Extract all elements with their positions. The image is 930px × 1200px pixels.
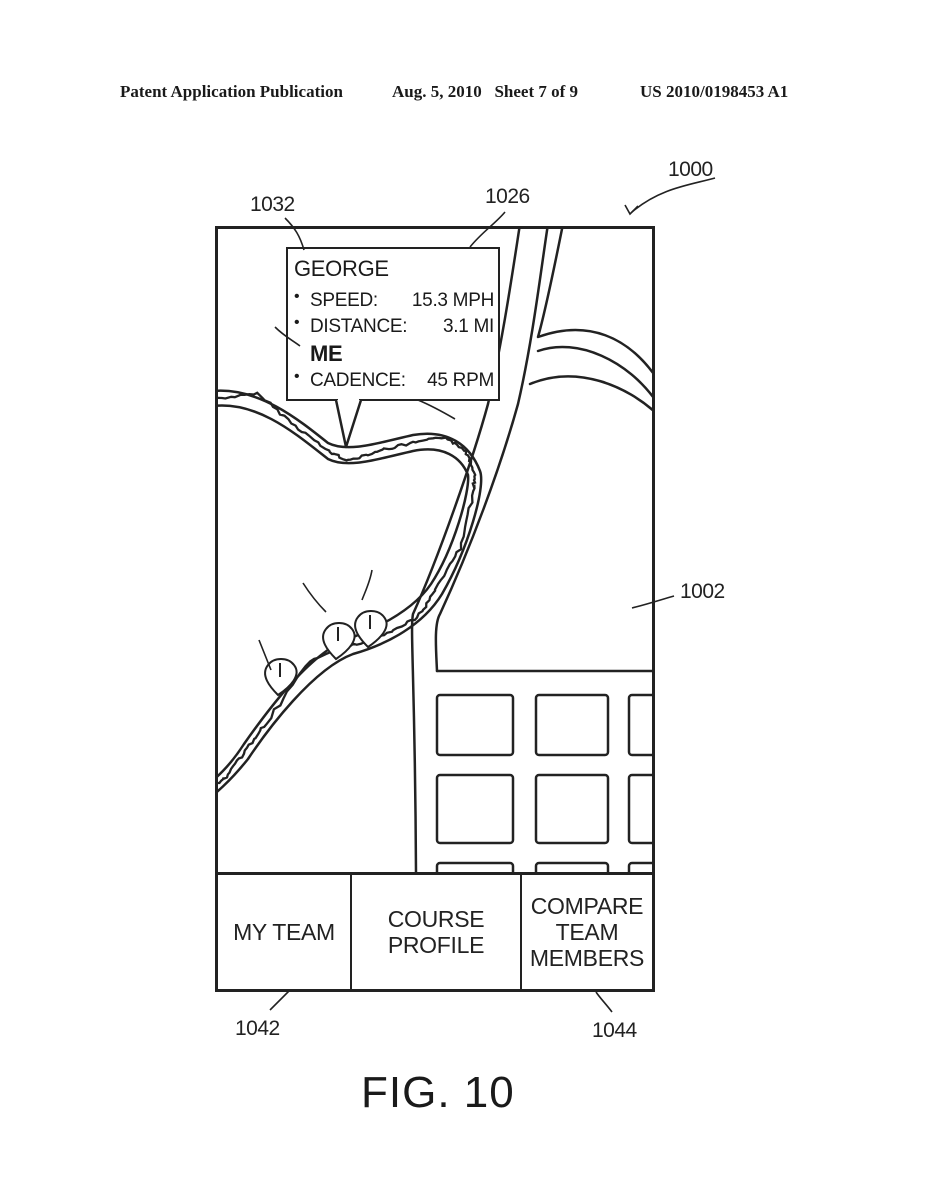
city-block xyxy=(534,861,610,872)
road-branch-top xyxy=(536,345,652,398)
trail-edge-bottom xyxy=(218,404,470,778)
compare-team-members-button[interactable]: COMPARE TEAM MEMBERS xyxy=(522,875,652,989)
device-screen: GEORGE • SPEED: 15.3 MPH • DISTANCE: 3.1… xyxy=(215,226,655,992)
ref-1026-top: 1026 xyxy=(485,185,530,208)
rider-name: GEORGE xyxy=(294,256,389,281)
figure-caption: FIG. 10 xyxy=(361,1068,515,1117)
map-pin-1026[interactable] xyxy=(322,622,356,661)
rider-info-popup[interactable]: GEORGE • SPEED: 15.3 MPH • DISTANCE: 3.1… xyxy=(286,247,500,401)
city-block xyxy=(627,693,652,757)
city-block xyxy=(627,861,652,872)
ref-1032: 1032 xyxy=(250,193,295,216)
ref-1042: 1042 xyxy=(235,1017,280,1040)
stat-speed: • SPEED: 15.3 MPH xyxy=(294,288,494,311)
stat-cadence: • CADENCE: 45 RPM xyxy=(294,368,494,391)
city-block xyxy=(435,693,515,757)
course-profile-button[interactable]: COURSE PROFILE xyxy=(352,875,522,989)
stat-value: 45 RPM xyxy=(427,370,494,391)
road-edge-right xyxy=(434,229,549,673)
road-branch-bottom xyxy=(528,375,652,412)
ref-1002: 1002 xyxy=(680,580,725,603)
stat-label: DISTANCE: xyxy=(310,316,408,337)
stat-value: 15.3 MPH xyxy=(411,290,494,311)
me-label: ME xyxy=(310,341,343,366)
road-block-edge xyxy=(536,229,652,374)
ref-1000: 1000 xyxy=(668,158,713,181)
city-block xyxy=(534,773,610,845)
stat-distance: • DISTANCE: 3.1 MI xyxy=(294,314,494,337)
bottom-toolbar: MY TEAM COURSE PROFILE COMPARE TEAM MEMB… xyxy=(218,872,652,989)
publication-type: Patent Application Publication xyxy=(120,82,343,101)
city-block xyxy=(435,773,515,845)
stat-value: 3.1 MI xyxy=(443,316,494,337)
road-edge-left xyxy=(410,229,521,872)
trail-edge-top xyxy=(218,389,483,793)
stat-label: SPEED: xyxy=(310,290,378,311)
ref-1044: 1044 xyxy=(592,1019,637,1042)
map-view[interactable] xyxy=(218,229,652,872)
map-pin-1022[interactable] xyxy=(264,658,298,697)
city-block xyxy=(627,773,652,845)
map-pin-1024[interactable] xyxy=(354,610,388,649)
route-line xyxy=(218,391,477,785)
publication-number: US 2010/0198453 A1 xyxy=(640,82,789,101)
publication-date-sheet: Aug. 5, 2010 Sheet 7 of 9 xyxy=(392,82,579,101)
my-team-button[interactable]: MY TEAM xyxy=(218,875,352,989)
city-block xyxy=(534,693,610,757)
stat-label: CADENCE: xyxy=(310,370,406,391)
city-block xyxy=(435,861,515,872)
